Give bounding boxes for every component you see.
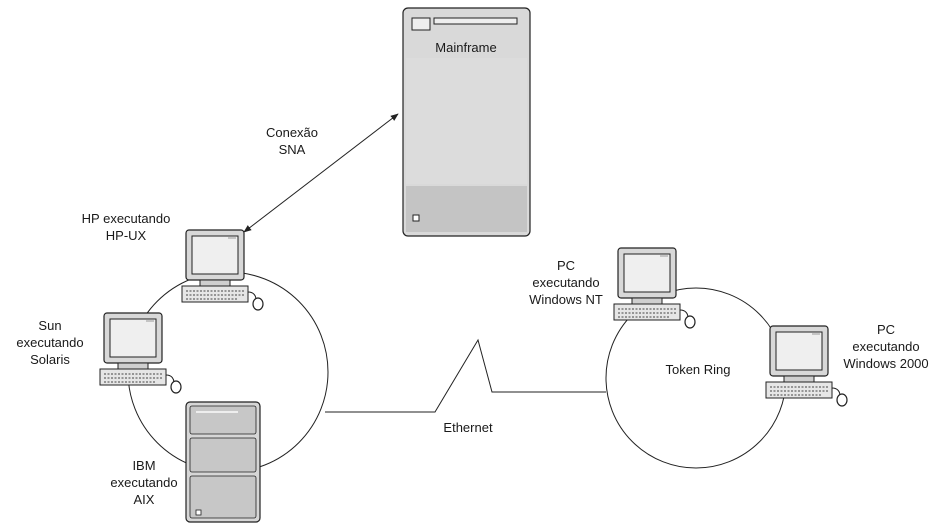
sna-label-line2: SNA <box>279 142 306 157</box>
sna-label-line1: Conexão <box>266 125 318 140</box>
ibm-label-line1: IBM <box>132 458 155 473</box>
pcnt-label-line3: Windows NT <box>529 292 603 307</box>
sun-workstation-icon <box>99 312 182 394</box>
pc2000-label-line2: executando <box>852 339 919 354</box>
hp-label-line1: HP executando <box>82 211 171 226</box>
mainframe-label: Mainframe <box>435 40 496 55</box>
sna-connection-arrow <box>243 113 399 233</box>
ibm-server <box>185 401 261 523</box>
pcnt-label-line1: PC <box>557 258 575 273</box>
sun-label-line2: executando <box>16 335 83 350</box>
pcnt-label-line2: executando <box>532 275 599 290</box>
ibm-label-line2: executando <box>110 475 177 490</box>
hp-label-line2: HP-UX <box>106 228 147 243</box>
pc2000-label-line3: Windows 2000 <box>843 356 928 371</box>
pc2000-label-line1: PC <box>877 322 895 337</box>
ibm-label-line3: AIX <box>134 492 155 507</box>
pc-windows-2000-icon <box>765 325 848 407</box>
mainframe <box>402 7 531 237</box>
ethernet-label: Ethernet <box>443 420 493 435</box>
hp-workstation-icon <box>181 229 264 311</box>
pc-windows-nt-icon <box>613 247 696 329</box>
sun-label-line1: Sun <box>38 318 61 333</box>
token-ring-label: Token Ring <box>665 362 730 377</box>
ethernet-link <box>325 338 606 413</box>
sun-label-line3: Solaris <box>30 352 70 367</box>
